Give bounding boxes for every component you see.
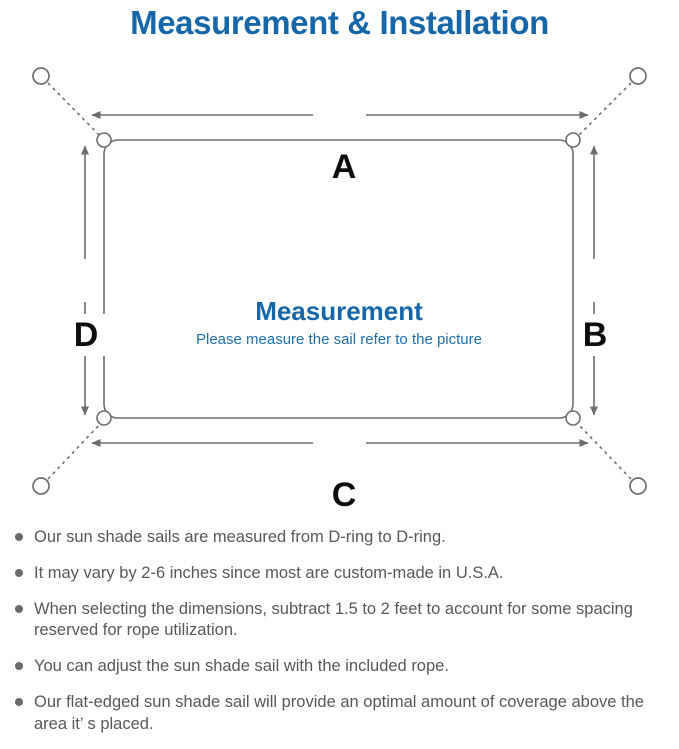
anchor-point-bottom-left: [32, 477, 50, 495]
bullet-icon: [15, 533, 23, 541]
d-ring-bottom-left: [96, 410, 112, 426]
rope-lines: [47, 82, 632, 480]
d-ring-top-right: [565, 132, 581, 148]
d-ring-bottom-right: [565, 410, 581, 426]
sail-diagram-svg: [32, 67, 647, 495]
rope-line-top-right: [576, 82, 632, 138]
anchor-point-top-right: [629, 67, 647, 85]
list-item: You can adjust the sun shade sail with t…: [10, 656, 675, 678]
bullet-icon: [15, 604, 23, 613]
d-ring-top-left: [96, 132, 112, 148]
anchor-point-top-left: [32, 67, 50, 85]
dimension-label-a: A: [317, 148, 371, 186]
rope-line-top-left: [47, 82, 102, 138]
note-text: Our sun shade sails are measured from D-…: [34, 528, 446, 546]
list-item: When selecting the dimensions, subtract …: [10, 599, 675, 643]
sail-body: [103, 139, 574, 419]
note-text: You can adjust the sun shade sail with t…: [34, 657, 449, 676]
rope-line-bottom-right: [576, 422, 632, 480]
sail-center-title: Measurement: [255, 296, 423, 326]
bullet-icon: [15, 568, 23, 577]
bullet-icon: [15, 662, 23, 671]
list-item: Our sun shade sails are measured from D-…: [10, 527, 675, 549]
note-text: When selecting the dimensions, subtract …: [34, 599, 633, 640]
note-text: It may vary by 2-6 inches since most are…: [34, 563, 504, 582]
notes-list: Our sun shade sails are measured from D-…: [10, 527, 675, 749]
d-rings: [96, 132, 581, 426]
bullet-icon: [15, 697, 23, 706]
list-item: Our flat-edged sun shade sail will provi…: [10, 692, 675, 736]
page-title: Measurement & Installation: [130, 4, 549, 41]
dimension-label-c: C: [317, 476, 371, 514]
sail-diagram: A B C D Measurement Please measure the s…: [0, 52, 679, 514]
anchor-point-bottom-right: [629, 477, 647, 495]
note-text: Our flat-edged sun shade sail will provi…: [34, 692, 644, 733]
list-item: It may vary by 2-6 inches since most are…: [10, 563, 675, 585]
anchor-points: [32, 67, 647, 495]
dimension-label-d: D: [66, 314, 106, 356]
dimension-label-b: B: [575, 314, 615, 356]
rope-line-bottom-left: [47, 422, 102, 480]
sail-center-subtitle: Please measure the sail refer to the pic…: [196, 331, 482, 348]
